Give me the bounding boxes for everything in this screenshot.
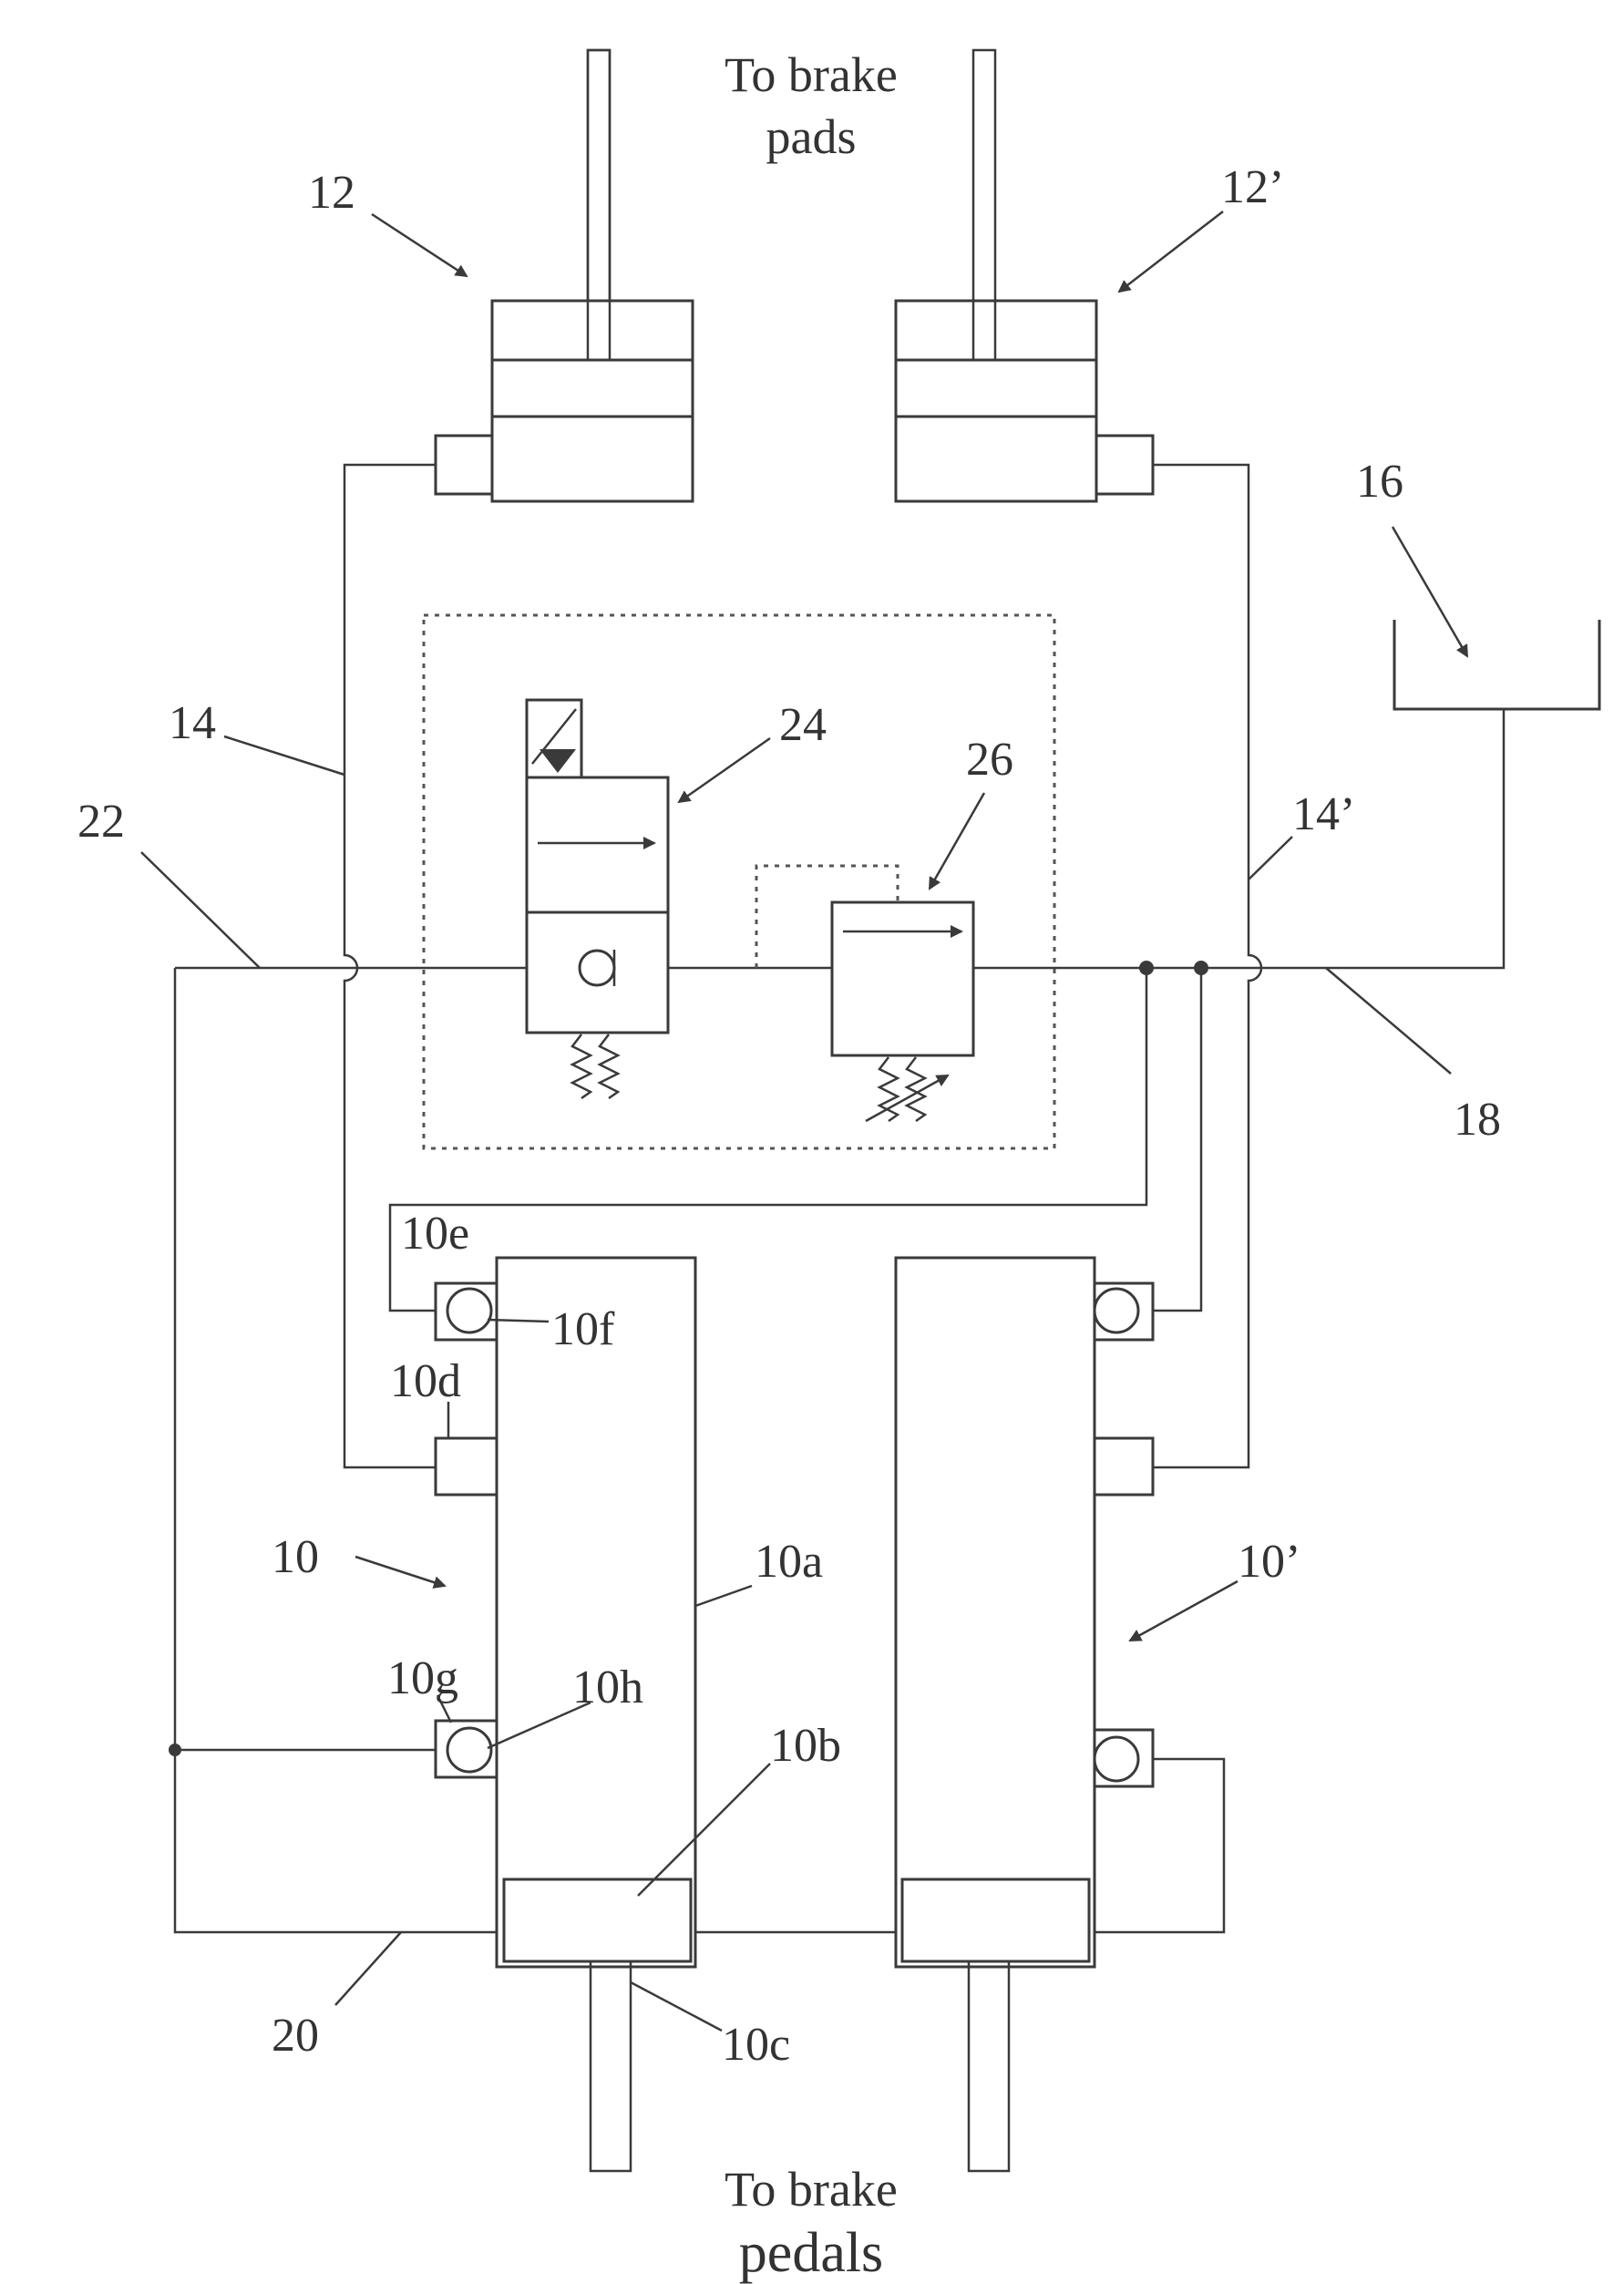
label-26: 26: [966, 734, 1013, 786]
label-10d: 10d: [390, 1355, 461, 1407]
label-14: 14: [169, 697, 216, 749]
brake-cylinder-12: [436, 50, 693, 501]
reservoir-16: [1394, 620, 1599, 709]
label-10g: 10g: [387, 1652, 458, 1704]
label-10c: 10c: [722, 2019, 790, 2071]
label-14-prime: 14’: [1292, 788, 1355, 840]
label-10e: 10e: [401, 1208, 469, 1260]
relief-valve-26: [756, 866, 973, 1121]
label-10h: 10h: [572, 1662, 643, 1713]
caption-top-line2: pads: [766, 109, 857, 164]
label-10a: 10a: [755, 1536, 823, 1588]
label-24: 24: [779, 699, 827, 751]
label-10f: 10f: [551, 1303, 615, 1355]
master-cylinder-10-prime: [896, 1258, 1153, 2171]
valve-module-box: [424, 615, 1054, 1148]
label-22: 22: [77, 796, 125, 848]
label-18: 18: [1454, 1094, 1501, 1146]
label-16: 16: [1356, 456, 1403, 508]
label-10: 10: [272, 1531, 319, 1583]
caption-top-line1: To brake: [725, 47, 898, 102]
label-20: 20: [272, 2010, 319, 2062]
line-14: [344, 465, 436, 1467]
label-12: 12: [308, 167, 355, 219]
label-10-prime: 10’: [1238, 1536, 1300, 1588]
label-10b: 10b: [770, 1720, 841, 1772]
brake-cylinder-12-prime: [896, 50, 1153, 501]
label-12-prime: 12’: [1221, 161, 1284, 213]
caption-bottom-line1: To brake: [725, 2162, 898, 2217]
caption-bottom-line2: pedals: [739, 2222, 883, 2284]
solenoid-valve-24: [527, 700, 668, 1098]
